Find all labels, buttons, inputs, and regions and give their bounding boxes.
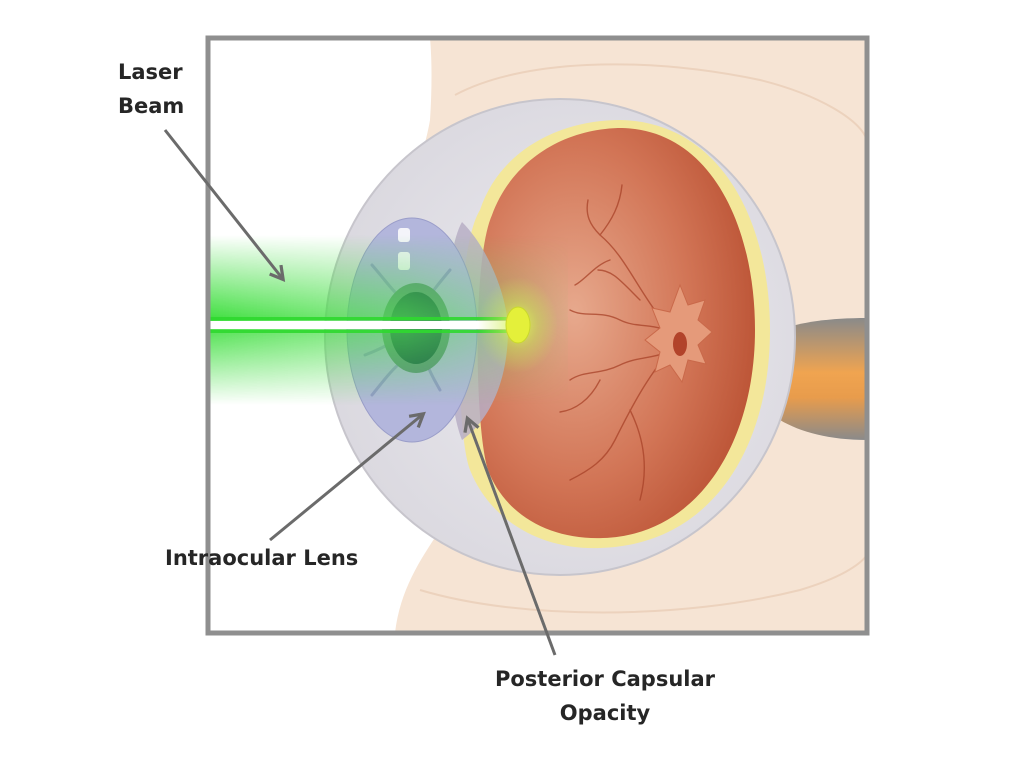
intraocular-lens-arrow <box>269 411 426 542</box>
laser-beam-edge <box>208 317 520 320</box>
laser-beam-label: Laser Beam <box>118 55 184 123</box>
laser-beam-label-line1: Laser <box>118 60 183 84</box>
optic-disc-center <box>673 332 687 356</box>
retina <box>477 128 755 539</box>
pco-arrow <box>463 415 557 656</box>
laser-beam <box>208 321 520 329</box>
posterior-capsular-opacity-label: Posterior Capsular Opacity <box>470 662 740 730</box>
frame-border <box>205 35 870 636</box>
laser-focus-spot <box>505 306 531 344</box>
laser-beam-arrow <box>163 129 286 282</box>
pco-label-line1: Posterior Capsular <box>494 667 716 691</box>
laser-beam-label-line2: Beam <box>118 94 185 118</box>
optic-nerve <box>780 318 867 440</box>
skin-fold-upper <box>454 63 867 141</box>
laser-beam-edge-2 <box>208 330 520 333</box>
intraocular-lens-label: Intraocular Lens <box>165 541 358 575</box>
skin-fold-lower <box>419 554 867 614</box>
intraocular-lens-label-text: Intraocular Lens <box>165 546 359 570</box>
pco-label-line2: Opacity <box>559 701 651 725</box>
